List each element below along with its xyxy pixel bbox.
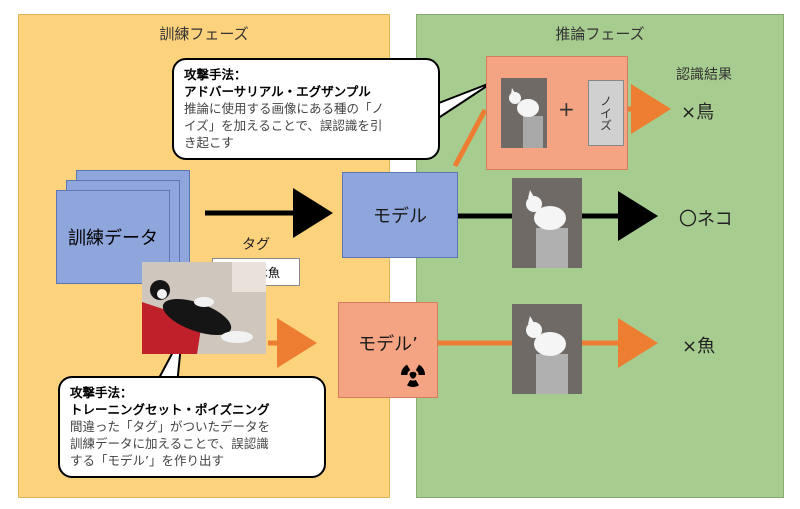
training-phase-title: 訓練フェーズ xyxy=(159,25,249,43)
cat-image-adversarial xyxy=(501,78,547,148)
callout-adversarial-name: アドバーサリアル・エグザンプル xyxy=(184,84,371,99)
callout-adversarial-heading: 攻撃手法： xyxy=(184,67,247,82)
recognition-result-label: 認識結果 xyxy=(676,67,732,83)
callout-poisoning-name: トレーニングセット・ポイズニング xyxy=(70,402,270,417)
callout-poisoning-heading: 攻撃手法： xyxy=(70,385,133,400)
noise-box: ノイズ xyxy=(588,80,624,146)
result-correct: 〇ネコ xyxy=(679,209,733,230)
result-poisoned: ×魚 xyxy=(682,336,716,357)
noise-label: ノイズ xyxy=(598,95,613,131)
cat-image-poisoned-path xyxy=(512,304,582,394)
radiation-icon xyxy=(401,364,425,387)
callout-adversarial-line1: 推論に使用する画像にある種の「ノ xyxy=(184,101,385,116)
model-box: モデル xyxy=(342,172,458,258)
model-label: モデル xyxy=(373,206,427,227)
result-adversarial: ×鳥 xyxy=(681,102,715,123)
callout-poisoning-line2: 訓練データに加えることで、誤認識 xyxy=(70,436,269,451)
callout-poisoning-line3: する「モデル’」を作り出す xyxy=(70,453,224,468)
callout-adversarial-line2: イズ」を加えることで、誤認識を引 xyxy=(184,118,383,133)
poisoned-model-label: モデル’ xyxy=(358,334,418,355)
inference-phase-title: 推論フェーズ xyxy=(555,25,645,43)
poisoned-cat-image xyxy=(142,262,266,354)
callout-adversarial-line3: き起こす xyxy=(184,135,234,150)
orange-connector-line xyxy=(452,108,488,168)
tag-label: タグ xyxy=(242,237,270,253)
callout-adversarial: 攻撃手法： アドバーサリアル・エグザンプル 推論に使用する画像にある種の「ノ イ… xyxy=(172,58,440,160)
plus-sign: + xyxy=(558,97,575,121)
cat-image-correct xyxy=(512,178,582,268)
callout-poisoning-line1: 間違った「タグ」がついたデータを xyxy=(70,419,271,434)
training-data-label: 訓練データ xyxy=(68,228,158,249)
poisoned-model-box: モデル’ xyxy=(338,302,438,398)
callout-poisoning: 攻撃手法： トレーニングセット・ポイズニング 間違った「タグ」がついたデータを … xyxy=(58,376,326,478)
